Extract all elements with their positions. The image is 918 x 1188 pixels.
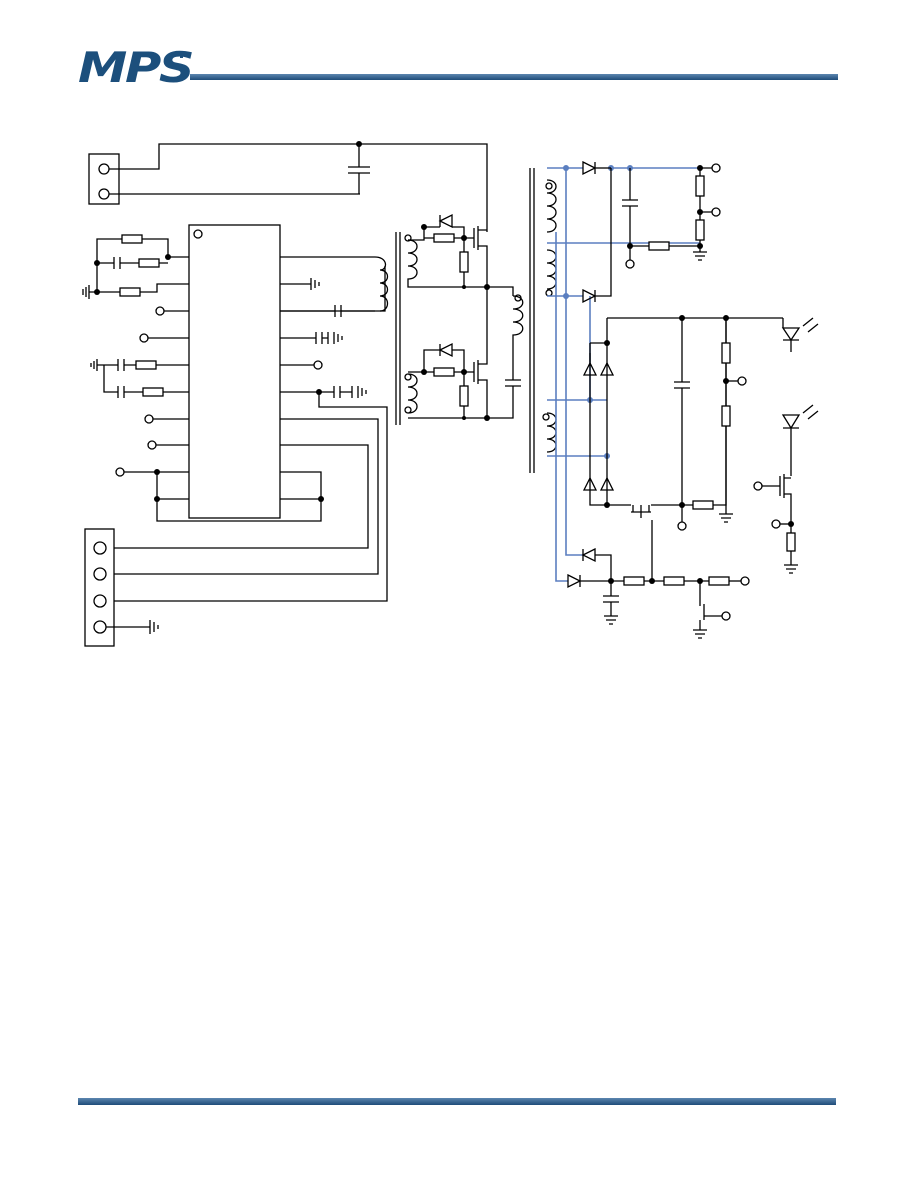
output-connector [84, 528, 159, 647]
output-rectifier-top [582, 160, 721, 304]
gate-drive-transformer [395, 213, 490, 425]
output-rectifier-bridge [582, 315, 783, 531]
resonant-tank [487, 286, 524, 419]
input-connector [88, 141, 488, 232]
main-transformer [529, 168, 557, 473]
status-leds [753, 317, 819, 574]
aux-supply [567, 520, 750, 639]
footer-rule [78, 1098, 836, 1105]
mps-logo: MPS [78, 43, 195, 92]
header-rule [190, 74, 838, 80]
logo-trademark-mark [180, 55, 183, 58]
highlighted-traces [547, 165, 700, 582]
controller-ic [82, 224, 389, 602]
